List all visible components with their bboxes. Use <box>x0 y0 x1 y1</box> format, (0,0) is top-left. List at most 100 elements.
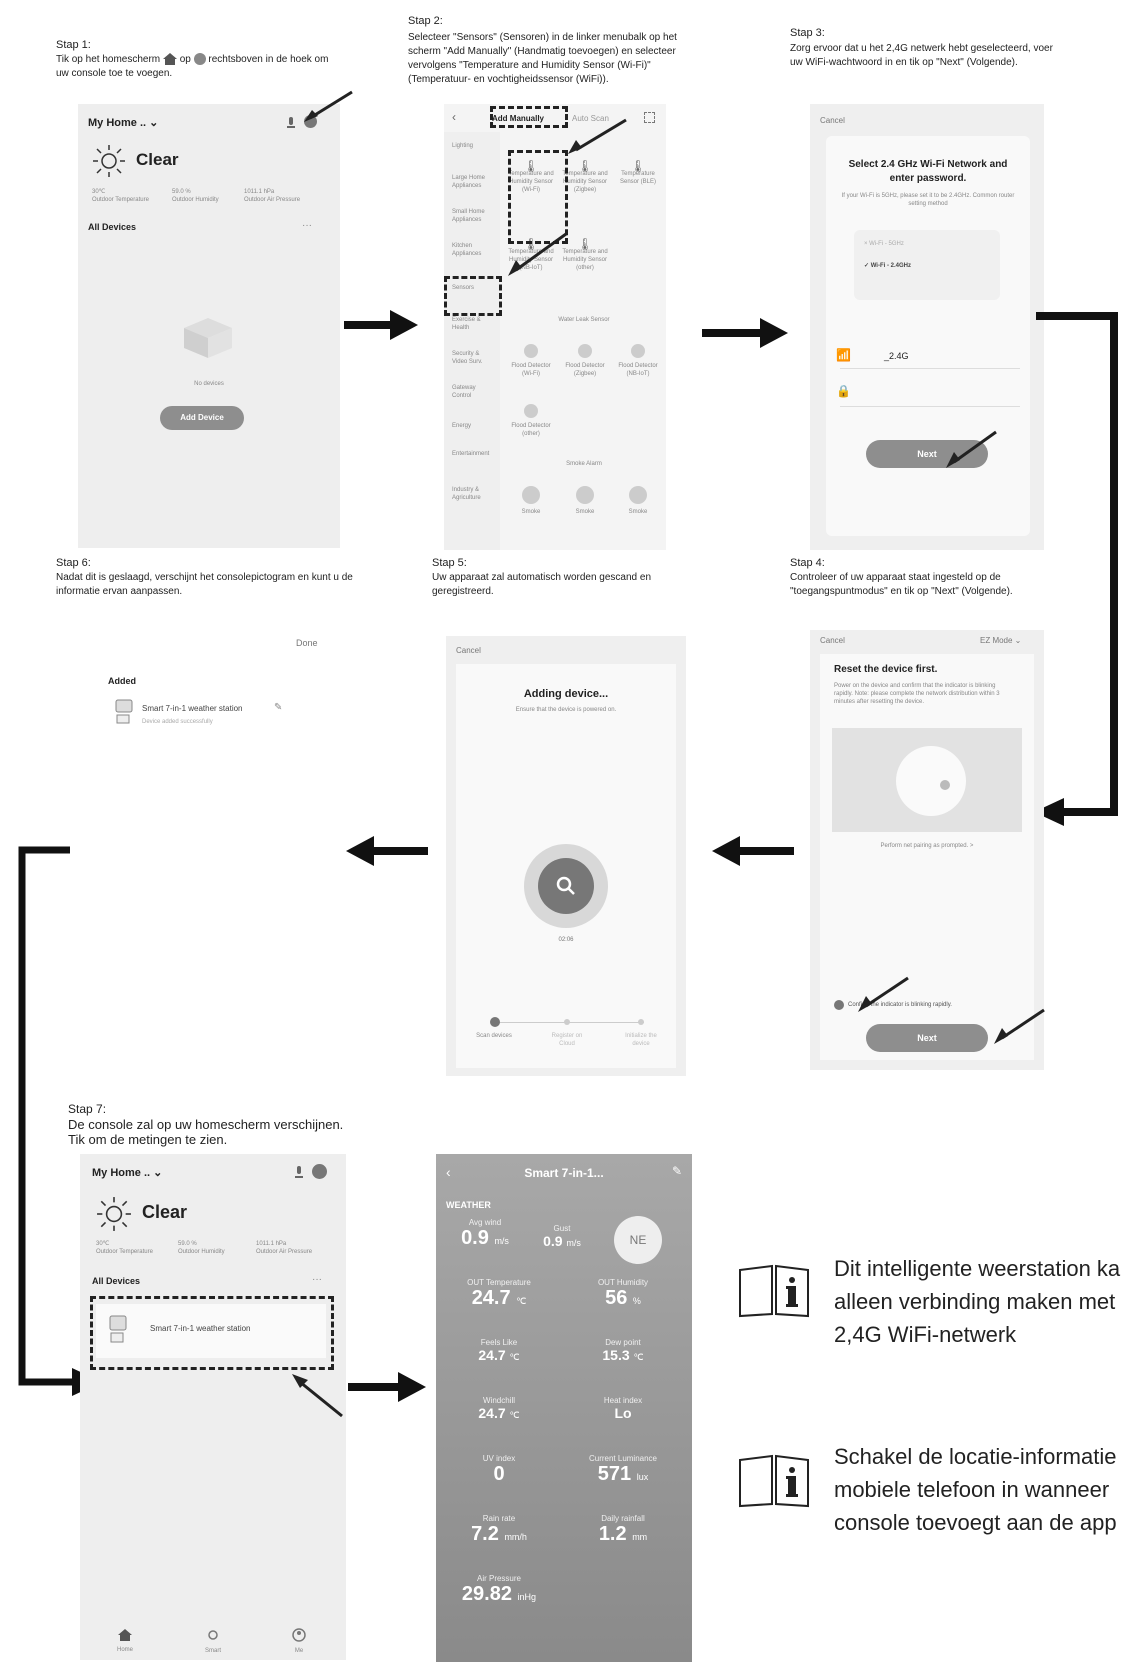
device-smoke-3[interactable]: Smoke <box>614 486 662 516</box>
device-smoke-2[interactable]: Smoke <box>560 486 610 516</box>
step3-desc: Zorg ervoor dat u het 2,4G netwerk hebt … <box>790 43 1053 68</box>
step-initialize: Initialize the device <box>625 1033 657 1047</box>
sidebar-item-energy[interactable]: Energy <box>452 423 472 429</box>
step7-desc: De console zal op uw homescherm verschij… <box>68 1117 344 1147</box>
network-list: × Wi-Fi - 5GHz ✓ Wi-Fi - 2.4GHz <box>854 230 1000 300</box>
scan-icon[interactable] <box>644 112 655 123</box>
pairing-link[interactable]: Perform net pairing as prompted. > <box>880 843 974 849</box>
device-smoke-1[interactable]: Smoke <box>506 486 556 516</box>
all-devices-label: All Devices <box>88 222 137 232</box>
cancel-link[interactable]: Cancel <box>820 116 845 125</box>
phone-screen-6: Done Added Smart 7-in-1 weather station … <box>78 636 338 756</box>
network-5ghz[interactable]: × Wi-Fi - 5GHz <box>864 241 904 247</box>
sidebar-item-gateway[interactable]: Gateway Control <box>452 385 476 399</box>
flow-arrow-right-icon <box>344 310 418 340</box>
device-flood-nbiot[interactable]: Flood Detector (NB-IoT) <box>614 344 662 378</box>
step4-title: Stap 4: <box>790 557 825 569</box>
weather-condition: Clear <box>142 1202 188 1222</box>
sidebar-item-industry[interactable]: Industry & Agriculture <box>452 487 481 501</box>
done-button[interactable]: Done <box>296 638 318 648</box>
nav-smart[interactable]: Smart <box>198 1628 228 1655</box>
step7-title: Stap 7: <box>68 1102 107 1116</box>
tab-auto-scan[interactable]: Auto Scan <box>572 114 609 123</box>
add-icon[interactable] <box>312 1164 327 1179</box>
home-icon <box>162 53 177 66</box>
info-book-icon <box>738 1454 810 1508</box>
device-name: Smart 7-in-1 weather station <box>142 704 243 713</box>
sidebar-item-small[interactable]: Small Home Appliances <box>452 209 485 223</box>
network-24ghz[interactable]: ✓ Wi-Fi - 2.4GHz <box>864 263 911 269</box>
phone-screen-3: Cancel Select 2.4 GHz Wi-Fi Network and … <box>810 104 1044 550</box>
device-flood-other[interactable]: Flood Detector (other) <box>506 404 556 438</box>
sidebar-item-entertainment[interactable]: Entertainment <box>452 451 490 457</box>
confirm-checkbox[interactable] <box>834 1000 844 1010</box>
device-card[interactable]: Smart 7-in-1 weather station <box>96 1304 326 1358</box>
device-flood-zigbee[interactable]: Flood Detector (Zigbee) <box>560 344 610 378</box>
nav-me[interactable]: Me <box>284 1628 314 1655</box>
highlight-sensors <box>444 276 502 316</box>
edit-icon[interactable]: ✎ <box>672 1164 683 1178</box>
step2-desc: Selecteer "Sensors" (Sensoren) in de lin… <box>408 32 677 85</box>
smoke-alarm-header: Smoke Alarm <box>566 461 602 467</box>
adding-title: Adding device... <box>523 688 609 700</box>
wifi-dialog-subtitle: If your Wi-Fi is 5GHz, please set it to … <box>841 193 1015 207</box>
info-book-icon <box>738 1264 810 1318</box>
flow-arrow-left-icon <box>346 836 428 866</box>
device-temp-humid-zigbee[interactable]: 🌡Temperature and Humidity Sensor (Zigbee… <box>562 159 608 193</box>
plus-circle-icon <box>193 53 206 66</box>
step3-title: Stap 3: <box>790 27 825 39</box>
sidebar-item-exercise[interactable]: Exercise & Health <box>452 317 481 331</box>
tile-avg-wind: Avg wind 0.9 m/s <box>461 1218 509 1249</box>
step4-desc: Controleer of uw apparaat staat ingestel… <box>790 572 1013 597</box>
step1-desc: Tik op het homescherm op rechtsboven in … <box>56 53 329 79</box>
cancel-link[interactable]: Cancel <box>456 646 481 655</box>
sidebar-item-sensors[interactable]: Sensors <box>452 285 475 291</box>
step1-title: Stap 1: <box>56 39 91 51</box>
cancel-link[interactable]: Cancel <box>820 636 845 645</box>
ez-mode-dropdown[interactable]: EZ Mode ⌄ <box>980 636 1022 645</box>
water-leak-header: Water Leak Sensor <box>558 317 610 323</box>
back-icon[interactable]: ‹ <box>452 110 456 124</box>
device-flood-wifi[interactable]: Flood Detector (Wi-Fi) <box>506 344 556 378</box>
device-temp-ble[interactable]: 🌡Temperature Sensor (BLE) <box>619 159 656 185</box>
device-status: Device added successfully <box>142 719 213 725</box>
sun-icon <box>92 144 126 178</box>
edit-icon[interactable]: ✎ <box>274 702 283 713</box>
device-temp-humid-wifi[interactable]: 🌡Temperature and Humidity Sensor (Wi-Fi) <box>508 159 554 193</box>
ssid-field[interactable]: _2.4G <box>884 351 909 361</box>
home-selector[interactable]: My Home .. ⌄ <box>88 117 159 129</box>
nav-home[interactable]: Home <box>110 1628 140 1654</box>
password-field[interactable] <box>840 406 1020 407</box>
home-selector[interactable]: My Home .. ⌄ <box>92 1167 163 1179</box>
add-device-button[interactable]: Add Device <box>160 406 244 430</box>
mic-icon[interactable] <box>294 1166 304 1179</box>
weather-station-icon <box>114 698 134 724</box>
pointer-arrow-icon <box>858 976 909 1012</box>
empty-box-icon <box>178 314 238 358</box>
step6-title: Stap 6: <box>56 557 91 569</box>
sidebar-item-large[interactable]: Large Home Appliances <box>452 175 486 189</box>
device-temp-humid-other[interactable]: 🌡Temperature and Humidity Sensor (other) <box>562 237 608 271</box>
more-icon[interactable]: ··· <box>302 220 312 231</box>
sidebar-item-lighting[interactable]: Lighting <box>452 143 474 149</box>
all-devices-label: All Devices <box>92 1276 141 1286</box>
flow-arrow-right-icon <box>348 1372 426 1402</box>
tile-gust: Gust 0.9 m/s <box>543 1224 581 1249</box>
confirm-label: Confirm the indicator is blinking rapidl… <box>848 1002 952 1008</box>
more-icon[interactable]: ··· <box>312 1274 322 1285</box>
sidebar-item-security[interactable]: Security & Video Surv. <box>452 351 483 365</box>
back-icon[interactable]: ‹ <box>446 1164 451 1180</box>
next-button[interactable]: Next <box>866 1024 988 1052</box>
pointer-arrow-icon <box>304 90 353 122</box>
mic-icon[interactable] <box>286 116 296 128</box>
tab-add-manually[interactable]: Add Manually <box>492 114 545 123</box>
sidebar-item-kitchen[interactable]: Kitchen Appliances <box>452 243 482 257</box>
wifi-card <box>826 136 1030 536</box>
